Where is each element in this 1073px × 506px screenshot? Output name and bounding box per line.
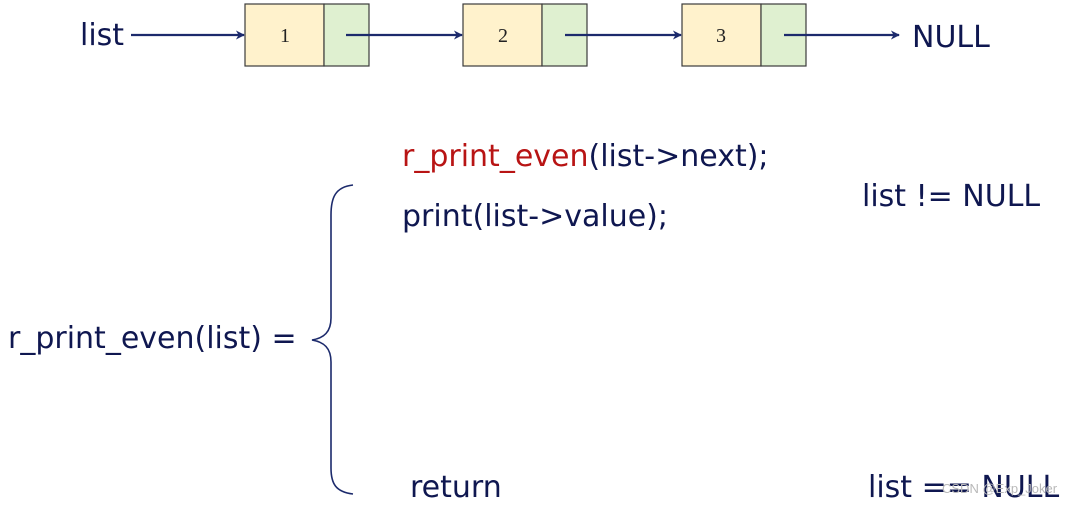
node-2-value: 2 <box>498 25 508 47</box>
curly-brace <box>311 184 354 495</box>
list-node-2: 2 <box>462 3 588 67</box>
list-node-1: 1 <box>244 3 370 67</box>
node-2-value-cell <box>462 3 543 67</box>
return-statement: return <box>410 470 502 505</box>
print-statement: print(list->value); <box>402 199 668 234</box>
recursive-call-name: r_print_even <box>402 139 589 174</box>
list-head-label: list <box>80 18 124 53</box>
function-definition-label: r_print_even(list) = <box>8 321 297 356</box>
recursive-condition: list != NULL <box>862 179 1040 214</box>
list-node-3: 3 <box>681 3 807 67</box>
node-3-value: 3 <box>716 25 726 47</box>
base-condition: list == NULL <box>868 470 1060 505</box>
watermark: CSDN @Exp_Joker <box>942 481 1058 496</box>
node-1-value: 1 <box>280 25 290 47</box>
recursive-call-args: (list->next); <box>589 139 769 174</box>
recursive-call: r_print_even(list->next); <box>402 139 769 174</box>
null-terminator: NULL <box>912 20 990 55</box>
